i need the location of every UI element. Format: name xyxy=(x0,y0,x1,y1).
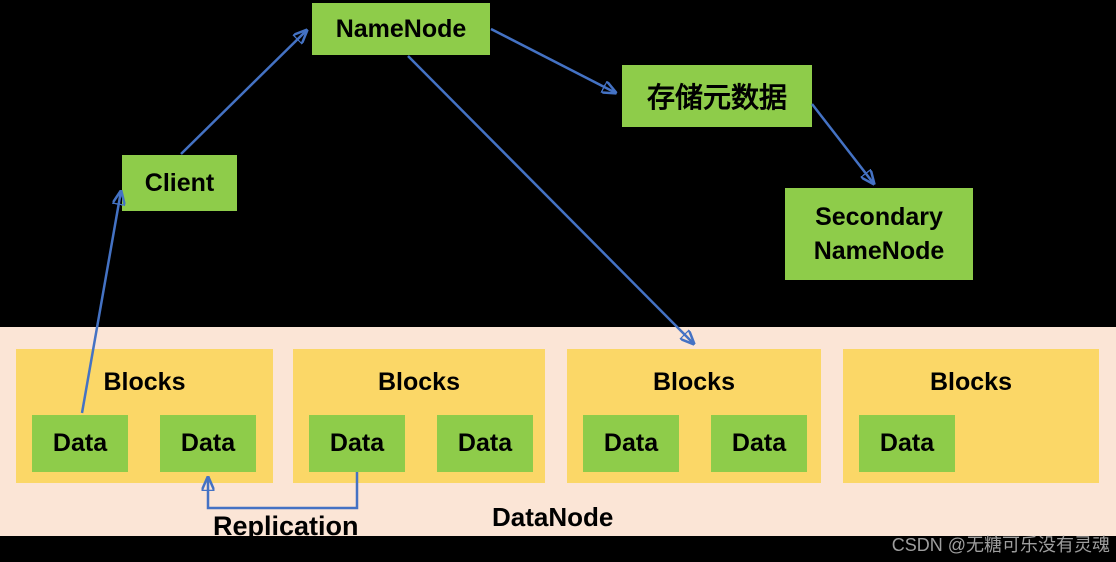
blocks-box-3: Blocks Data Data xyxy=(567,349,821,483)
arrow-namenode-to-metadata xyxy=(490,27,616,93)
blocks-label: Blocks xyxy=(378,368,460,396)
data-box: Data xyxy=(309,415,405,472)
arrow-metadata-to-secondary-namenode xyxy=(811,103,874,184)
blocks-label: Blocks xyxy=(103,368,186,396)
data-box: Data xyxy=(859,415,955,472)
data-box: Data xyxy=(32,415,128,472)
namenode-node: NameNode xyxy=(312,3,490,55)
store-metadata-node: 存储元数据 xyxy=(622,65,812,127)
data-box: Data xyxy=(583,415,679,472)
client-node: Client xyxy=(122,155,237,211)
data-box: Data xyxy=(711,415,807,472)
blocks-label: Blocks xyxy=(930,368,1012,396)
blocks-box-2: Blocks Data Data xyxy=(293,349,545,483)
data-box: Data xyxy=(160,415,256,472)
blocks-label: Blocks xyxy=(653,368,735,396)
blocks-box-4: Blocks Data xyxy=(843,349,1099,483)
replication-label: Replication xyxy=(213,511,359,541)
arrow-client-to-namenode xyxy=(180,30,307,155)
datanode-label: DataNode xyxy=(492,502,614,532)
secondary-namenode-node: Secondary NameNode xyxy=(785,188,973,280)
watermark: CSDN @无糖可乐没有灵魂 xyxy=(891,535,1110,555)
data-box: Data xyxy=(437,415,533,472)
blocks-box-1: Blocks Data Data xyxy=(16,349,273,483)
